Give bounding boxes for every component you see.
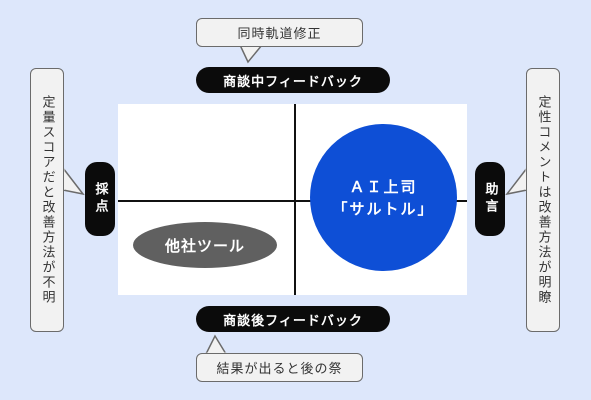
right-pill: 助言 <box>475 162 505 236</box>
right-pill-label: 助言 <box>482 182 498 216</box>
left-bubble-text: 定量スコアだと改善方法が不明 <box>39 95 55 305</box>
left-bubble: 定量スコアだと改善方法が不明 <box>30 68 64 332</box>
horizontal-axis <box>118 200 467 202</box>
left-bubble-tail <box>62 165 85 196</box>
competitor-tool-ellipse: 他社ツール <box>133 222 277 268</box>
ai-boss-line1: ＡＩ上司 <box>349 177 418 196</box>
top-pill-label: 商談中フィードバック <box>223 74 363 90</box>
vertical-axis <box>294 104 296 295</box>
bottom-bubble-tail <box>204 334 228 355</box>
bottom-bubble-text: 結果が出ると後の祭 <box>216 362 343 377</box>
top-pill: 商談中フィードバック <box>196 67 390 93</box>
top-bubble: 同時軌道修正 <box>196 18 363 47</box>
right-bubble-tail <box>505 165 528 196</box>
bottom-pill: 商談後フィードバック <box>196 306 390 332</box>
ai-boss-line2: 「サルトル」 <box>332 199 435 218</box>
competitor-tool-label: 他社ツール <box>164 236 245 255</box>
left-pill: 採点 <box>85 162 115 236</box>
left-pill-label: 採点 <box>92 182 108 216</box>
right-bubble-text: 定性コメントは改善方法が明瞭 <box>535 95 551 305</box>
ai-boss-circle: ＡＩ上司 「サルトル」 <box>310 124 457 271</box>
bottom-bubble: 結果が出ると後の祭 <box>196 353 363 382</box>
top-bubble-text: 同時軌道修正 <box>237 27 322 42</box>
bottom-pill-label: 商談後フィードバック <box>223 313 363 329</box>
right-bubble: 定性コメントは改善方法が明瞭 <box>526 68 560 332</box>
top-bubble-tail <box>238 44 264 64</box>
